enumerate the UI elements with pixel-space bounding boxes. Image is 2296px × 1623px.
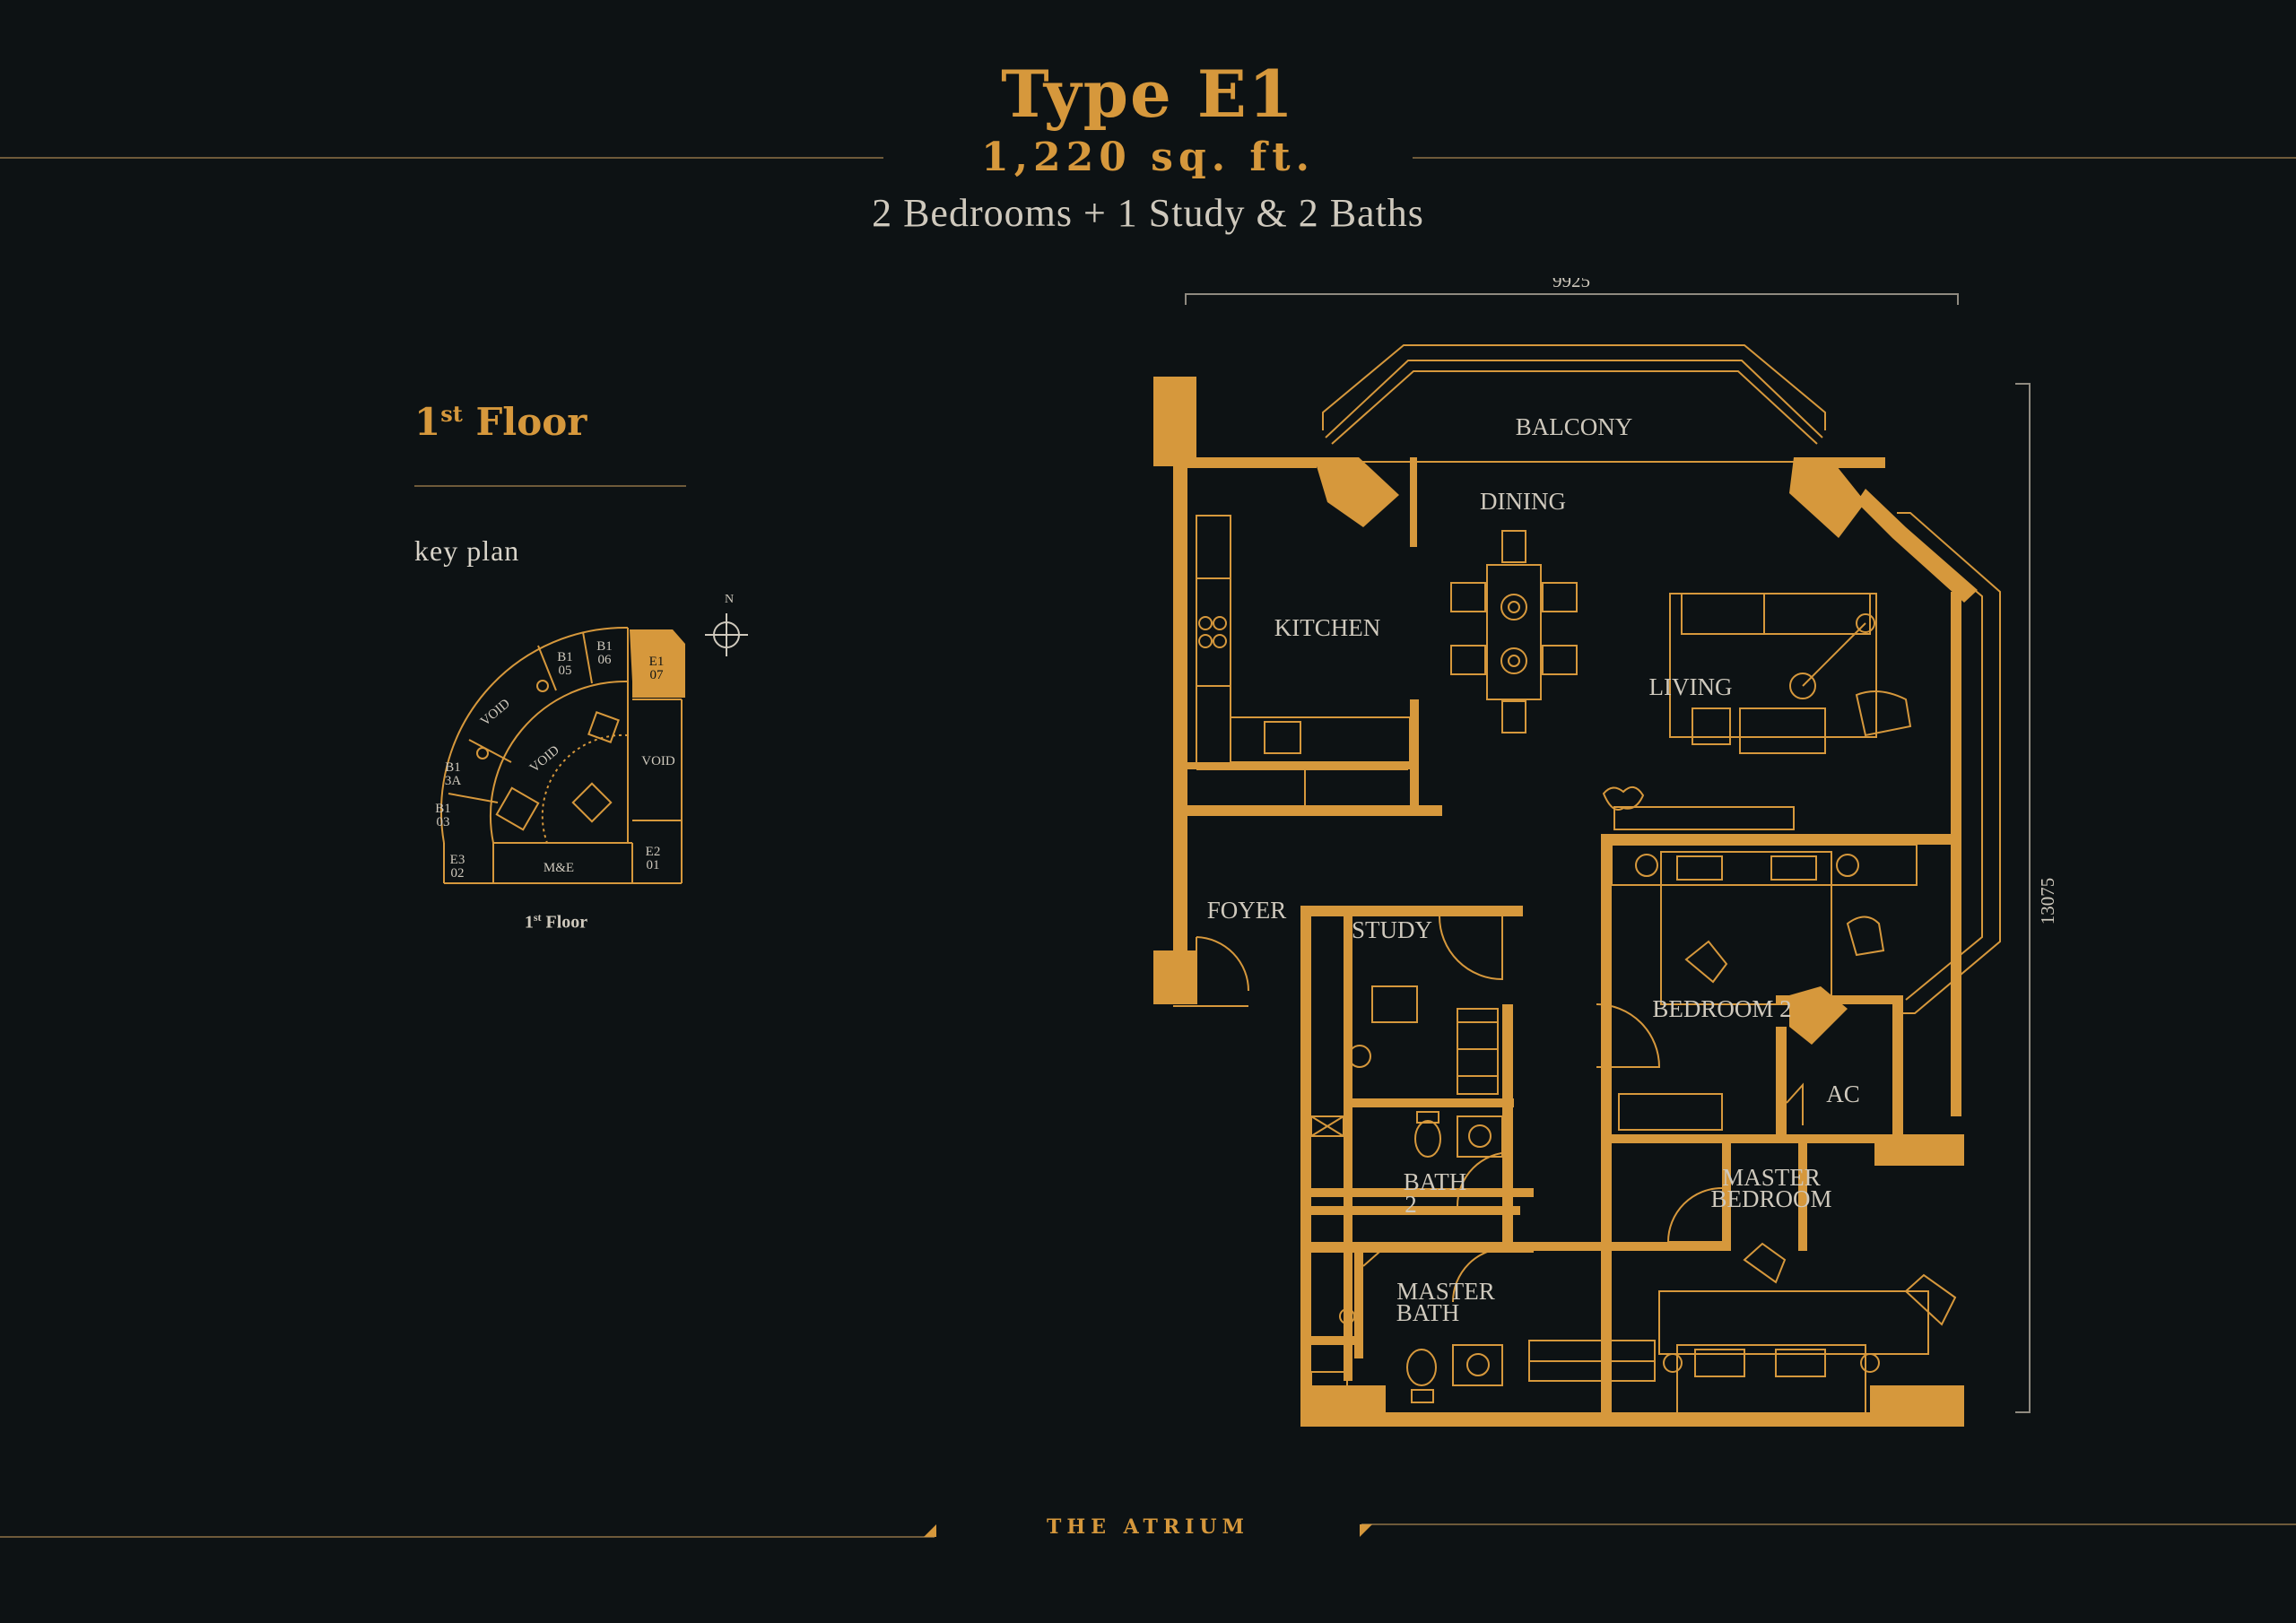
room-label-master-bath-l2: BATH: [1396, 1299, 1460, 1326]
unit-room-summary: 2 Bedrooms + 1 Study & 2 Baths: [872, 191, 1424, 235]
keyplan-unit-e201-code: E2: [646, 845, 661, 859]
room-label-study: STUDY: [1352, 916, 1432, 943]
room-label-master-bedroom-l1: MASTER: [1722, 1164, 1821, 1191]
keyplan-void-right: VOID: [641, 754, 675, 768]
keyplan-unit-b106-code: B1: [596, 639, 613, 654]
keyplan-unit-e107-code: E1: [649, 655, 665, 669]
keyplan-unit-e302-code: E3: [450, 853, 465, 867]
brand-name: THE ATRIUM: [1047, 1515, 1249, 1539]
keyplan-unit-e201-num: 01: [647, 858, 660, 872]
room-label-master-bath-l1: MASTER: [1396, 1278, 1495, 1305]
keyplan-unit-b105-num: 05: [559, 664, 572, 678]
keyplan-unit-e302-num: 02: [451, 866, 465, 881]
keyplan-unit-b103-num: 03: [437, 815, 450, 829]
room-label-master-bedroom-l2: BEDROOM: [1710, 1185, 1831, 1212]
floor-plan: 9925 13075: [1153, 278, 2058, 1427]
unit-area: 1,220 sq. ft.: [981, 135, 1315, 180]
keyplan-unit-b103-code: B1: [435, 802, 451, 816]
compass-icon: [705, 613, 748, 656]
room-label-bedroom-2: BEDROOM 2: [1652, 995, 1791, 1022]
room-label-dining: DINING: [1480, 488, 1566, 515]
key-plan-label: key plan: [414, 534, 520, 567]
room-label-bath-2: BATH: [1404, 1168, 1467, 1195]
keyplan-unit-b105-code: B1: [557, 650, 573, 664]
keyplan-me: M&E: [544, 861, 574, 875]
room-label-living: LIVING: [1649, 673, 1733, 700]
keyplan-unit-b106-num: 06: [598, 653, 613, 667]
dimension-width: 9925: [1552, 278, 1590, 291]
dimension-height: 13075: [2037, 878, 2058, 925]
key-plan-diagram: B1 06 B1 05 E1 07 B1 3A B1 03 E3 02 E2 0…: [435, 593, 748, 884]
compass-north-label: N: [725, 593, 734, 606]
room-label-kitchen: KITCHEN: [1274, 614, 1380, 641]
room-label-balcony: BALCONY: [1516, 413, 1633, 440]
room-label-foyer: FOYER: [1207, 897, 1287, 924]
keyplan-unit-b13a-code: B1: [445, 760, 461, 775]
keyplan-unit-e107-num: 07: [650, 668, 665, 682]
room-label-bath-2-num: 2: [1405, 1191, 1417, 1218]
key-plan-caption: 1st Floor: [524, 911, 588, 933]
room-label-ac: AC: [1826, 1081, 1860, 1107]
keyplan-unit-b13a-num: 3A: [445, 774, 462, 788]
unit-type-title: Type E1: [1001, 56, 1295, 132]
floor-heading: 1st Floor: [414, 400, 587, 444]
keyplan-void-outer: VOID: [478, 697, 513, 729]
